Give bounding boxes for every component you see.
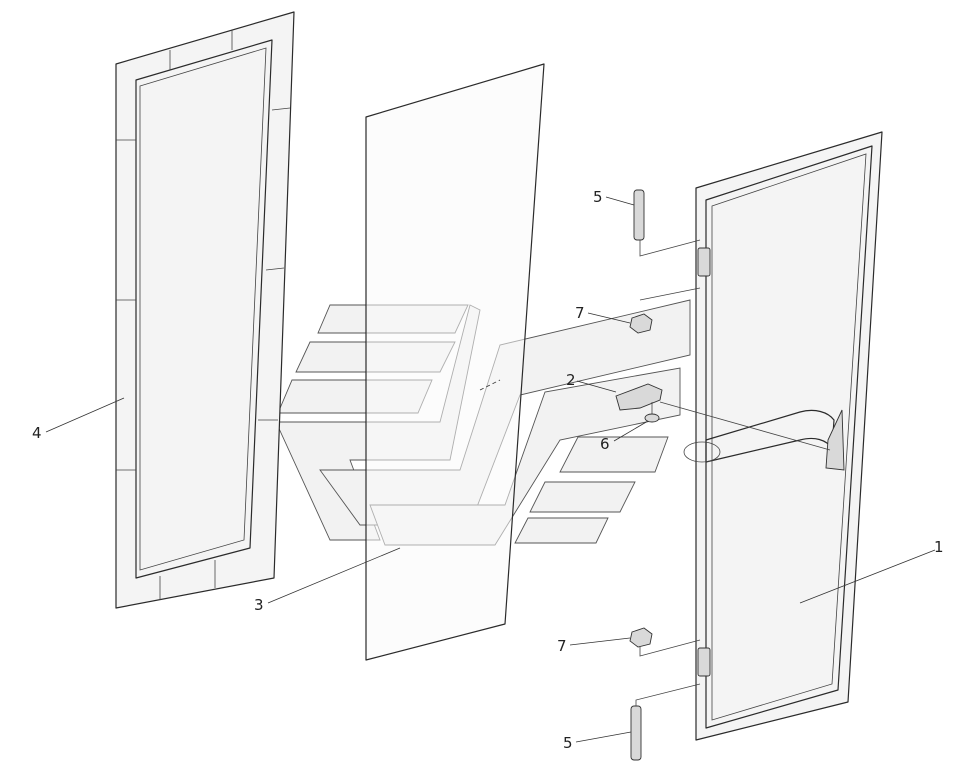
callout-2: 2 <box>566 371 576 389</box>
nut-bottom <box>629 627 653 648</box>
hardware <box>615 189 831 761</box>
latch <box>615 383 663 411</box>
callout-labels: 1 2 3 4 5 5 6 7 7 <box>32 188 944 752</box>
door-frame <box>683 131 883 741</box>
callout-5-top: 5 <box>593 188 603 206</box>
callout-1: 1 <box>934 538 944 556</box>
callout-7-top: 7 <box>575 304 585 322</box>
callout-5-bottom: 5 <box>563 734 573 752</box>
callout-4: 4 <box>32 424 42 442</box>
callout-6: 6 <box>600 435 610 453</box>
leaders <box>45 196 936 743</box>
nut-top <box>629 313 653 334</box>
glass-panel <box>365 63 545 661</box>
hinge-pin-top <box>633 189 645 241</box>
callout-7-bottom: 7 <box>557 637 567 655</box>
callout-3: 3 <box>254 596 264 614</box>
washer <box>644 413 660 423</box>
hinge-pin-bottom <box>630 705 642 761</box>
seal-frame <box>115 11 295 609</box>
